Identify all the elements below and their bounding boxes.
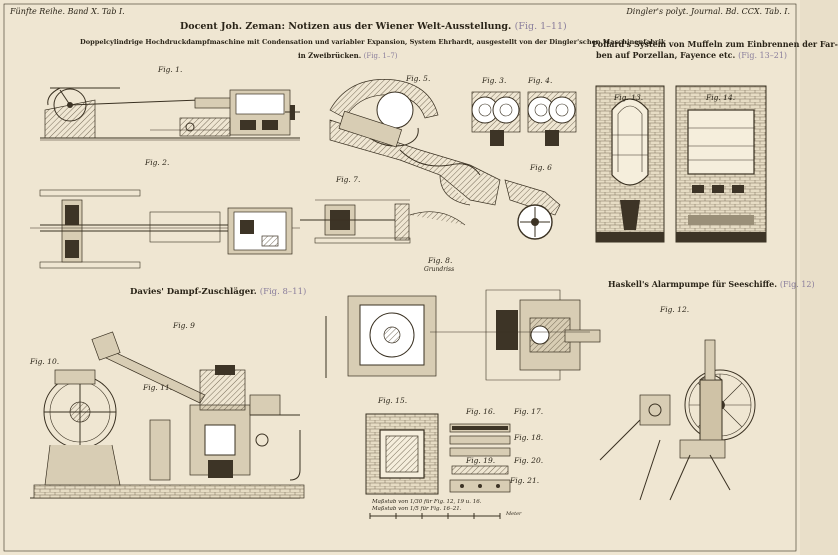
fig3-valve-chest [471, 91, 521, 146]
label-fig11: Fig. 11. [143, 383, 173, 392]
fig5-valve-section [329, 79, 501, 206]
label-fig8-grundriss: Grundriss [424, 266, 455, 273]
main-title: Docent Joh. Zeman: Notizen aus der Wiene… [180, 22, 567, 32]
header-left: Fünfte Reihe. Band X. Tab I. [10, 7, 125, 16]
subtitle-line2-text: in Zweibrücken. [298, 51, 362, 60]
haskell-title-text: Haskell's Alarmpumpe für Seeschiffe. [608, 279, 778, 289]
label-fig1: Fig. 1. [158, 65, 183, 74]
subtitle-line1: Doppelcylindrige Hochdruckdampfmaschine … [80, 38, 666, 46]
fig7-piston-section [300, 199, 466, 244]
label-fig15: Fig. 15. [378, 396, 408, 405]
fig12-alarm-pump [599, 339, 756, 501]
fig9-steam-hammer [30, 331, 305, 499]
davies-title-ref: (Fig. 8–11) [259, 287, 307, 297]
davies-title-text: Davies' Dampf-Zuschläger. [130, 287, 257, 297]
label-fig17: Fig. 17. [514, 407, 544, 416]
fig1-engine-elevation [40, 87, 300, 141]
header-right: Dingler's polyt. Journal. Bd. CCX. Tab. … [626, 7, 790, 16]
scale-note-2: Maßstab von 1/5 für Fig. 16–21. [372, 506, 462, 512]
davies-title: Davies' Dampf-Zuschläger. (Fig. 8–11) [130, 288, 306, 297]
fig14-kiln-section [675, 85, 767, 243]
label-fig3: Fig. 3. [482, 76, 507, 85]
main-title-text: Docent Joh. Zeman: Notizen aus der Wiene… [180, 21, 512, 32]
label-fig2: Fig. 2. [145, 158, 170, 167]
plate-border [3, 3, 797, 552]
scale-bar [369, 513, 501, 519]
label-fig5: Fig. 5. [406, 74, 431, 83]
label-fig7: Fig. 7. [336, 175, 361, 184]
label-fig4: Fig. 4. [528, 76, 553, 85]
pollard-title-ref: (Fig. 13–21) [738, 51, 788, 60]
plate-drawings [3, 3, 797, 552]
haskell-title-ref: (Fig. 12) [779, 280, 815, 289]
label-fig20: Fig. 20. [514, 456, 544, 465]
label-fig14: Fig. 14. [706, 93, 736, 102]
label-fig21: Fig. 21. [510, 476, 540, 485]
fig8-hammer-plan [325, 289, 601, 381]
label-fig10: Fig. 10. [30, 357, 60, 366]
label-fig19: Fig. 19. [466, 456, 496, 465]
engraved-plate: Fünfte Reihe. Band X. Tab I. Dingler's p… [3, 3, 838, 552]
label-fig6: Fig. 6 [530, 163, 552, 172]
subtitle-line2: in Zweibrücken. (Fig. 1–7) [298, 52, 398, 60]
label-fig9: Fig. 9 [173, 321, 195, 330]
label-fig13: Fig. 13. [614, 93, 644, 102]
haskell-title: Haskell's Alarmpumpe für Seeschiffe. (Fi… [608, 280, 815, 289]
subtitle-line2-ref: (Fig. 1–7) [363, 52, 398, 60]
label-fig16: Fig. 16. [466, 407, 496, 416]
fig15-kiln-muffle [365, 413, 439, 495]
label-fig8: Fig. 8. [428, 256, 453, 265]
main-title-ref: (Fig. 1–11) [514, 21, 567, 32]
fig6-pump-section [504, 179, 561, 240]
label-fig18: Fig. 18. [514, 433, 544, 442]
pollard-title-text: ben auf Porzellan, Fayence etc. [596, 50, 736, 60]
fig13-kiln-section [595, 85, 665, 243]
scale-note-1: Maßstab von 1/30 für Fig. 12, 19 u. 16. [372, 499, 482, 505]
scale-unit: Meter [506, 511, 522, 517]
fig2-engine-plan [30, 189, 300, 269]
fig16-21-tiles [449, 423, 511, 493]
fig4-valve-chest [527, 91, 577, 146]
label-fig12: Fig. 12. [660, 305, 690, 314]
pollard-title-line1: Pollard's System von Muffeln zum Einbren… [592, 39, 838, 49]
pollard-title-line2: ben auf Porzellan, Fayence etc. (Fig. 13… [596, 51, 787, 60]
